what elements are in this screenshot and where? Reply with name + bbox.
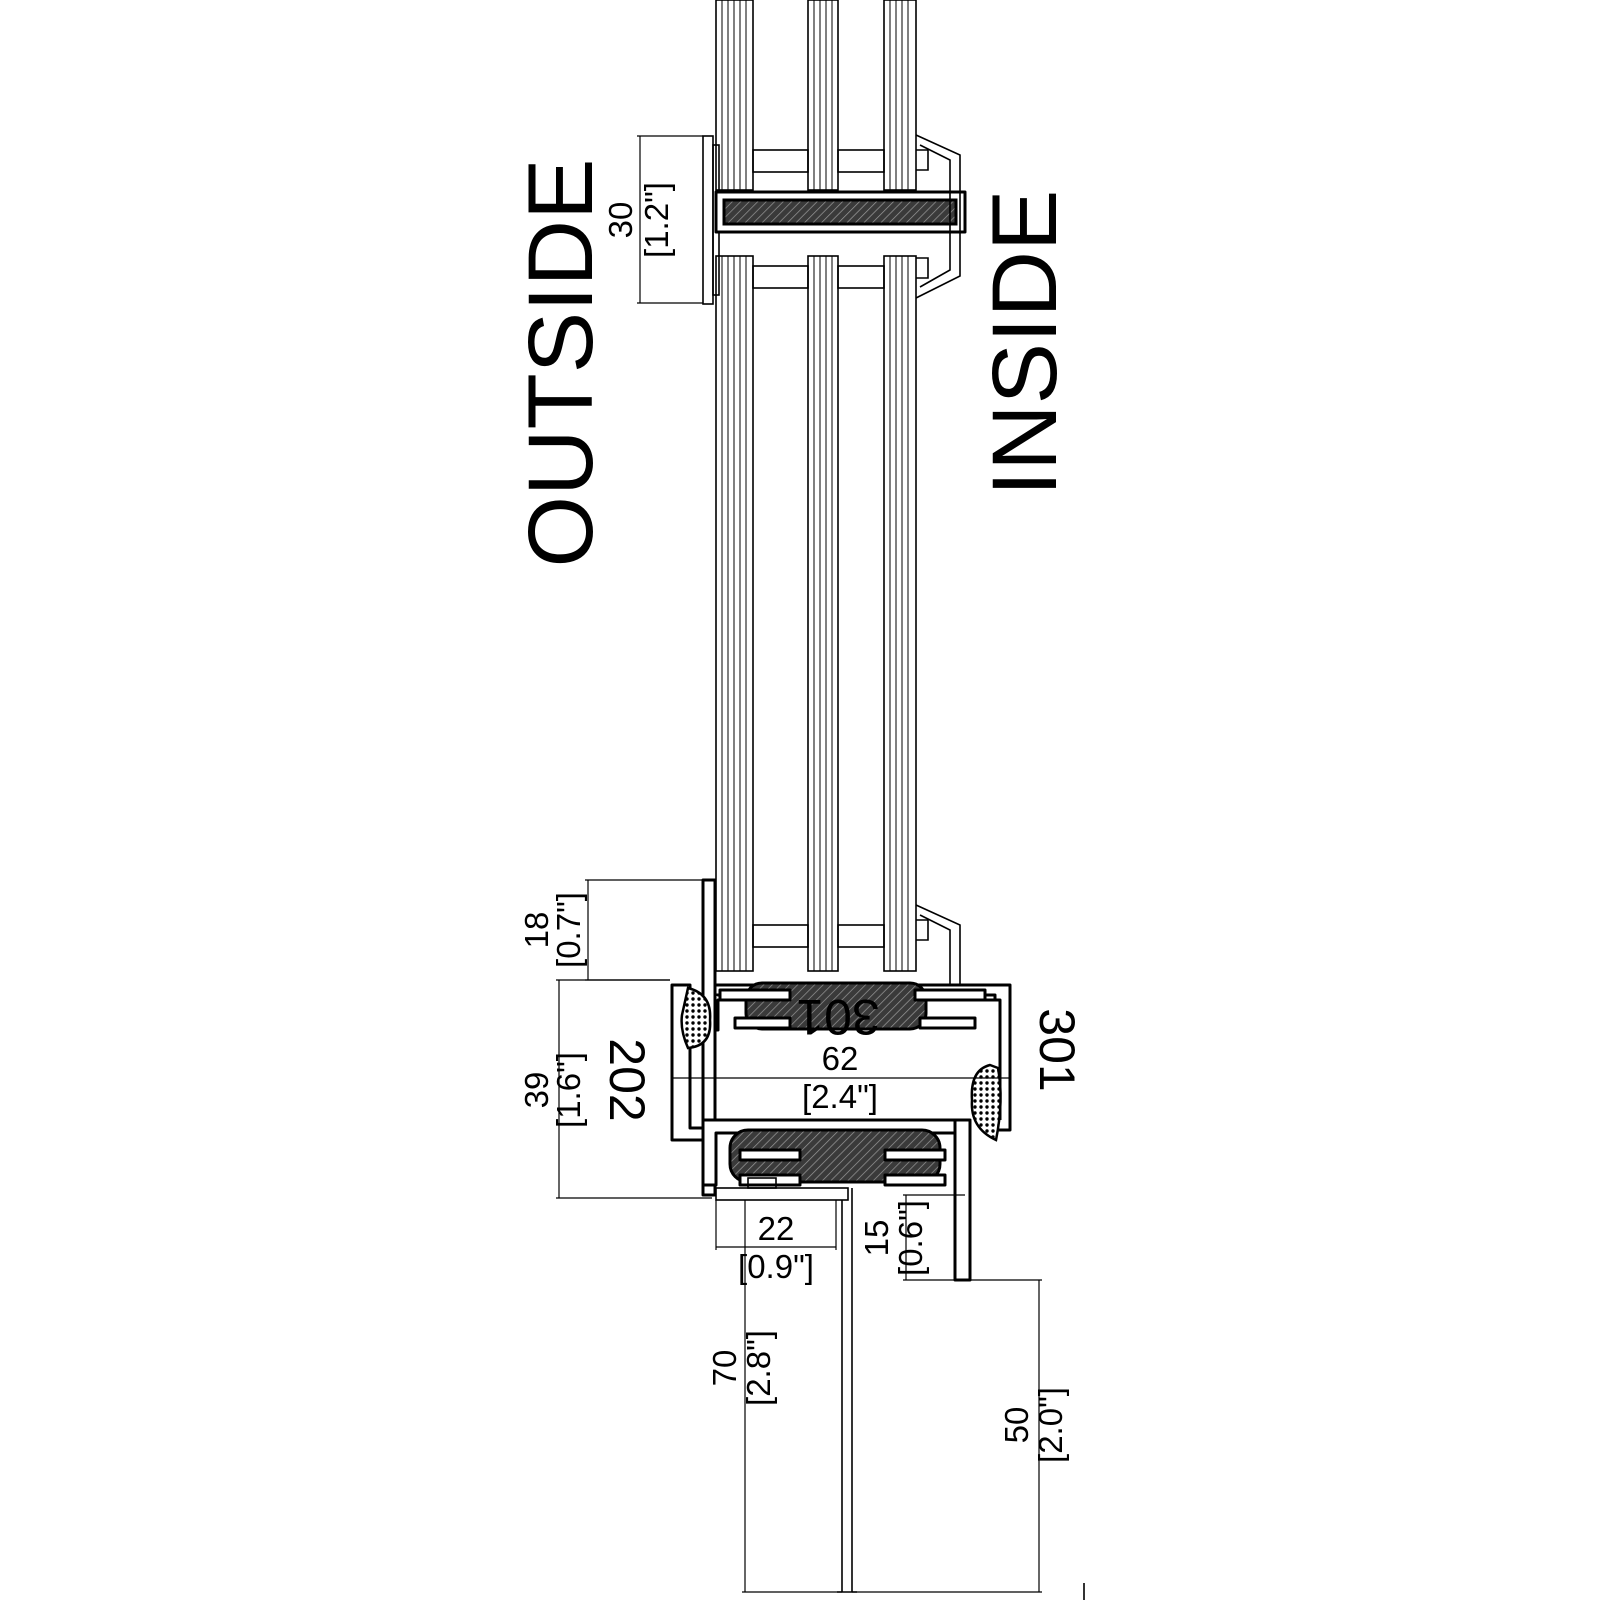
outside-label: OUTSIDE (510, 159, 612, 568)
dim-15-inch: [0.6"] (892, 1200, 929, 1276)
sill-bar (715, 1177, 857, 1593)
dim-62-inch: [2.4"] (802, 1078, 878, 1115)
dim-30-mm: 30 (602, 202, 639, 239)
dim-62-mm: 62 (822, 1040, 859, 1077)
part-202-label: 202 (599, 1038, 655, 1121)
dim-18-mm: 18 (518, 912, 555, 949)
part-301-insert-label: 301 (796, 989, 879, 1045)
glass-pane-inner (883, 0, 917, 972)
dim-39-mm: 39 (518, 1072, 555, 1109)
frame-profile-202 (670, 878, 972, 1282)
dim-70-mm: 70 (706, 1350, 743, 1387)
inside-label: INSIDE (974, 190, 1076, 497)
seal-outer (680, 986, 712, 1050)
dim-50-mm: 50 (998, 1407, 1035, 1444)
part-301-label: 301 (1029, 1008, 1085, 1091)
dim-22-inch: [0.9"] (738, 1248, 814, 1285)
mullion-joint (702, 134, 967, 305)
glass-spacers (752, 149, 885, 948)
dimension-lines (556, 135, 1042, 1593)
glazing-bead-bottom (915, 904, 961, 985)
dim-18-inch: [0.7"] (550, 892, 587, 968)
dim-50-inch: [2.0"] (1032, 1387, 1069, 1463)
glass-pane-middle (807, 0, 839, 972)
dim-15-mm: 15 (858, 1220, 895, 1257)
dim-70-inch: [2.8"] (740, 1330, 777, 1406)
dim-22-mm: 22 (758, 1210, 795, 1247)
dim-30-inch: [1.2"] (638, 182, 675, 258)
glass-pane-outer (715, 0, 754, 972)
seal-inner (970, 1063, 1002, 1142)
dim-39-inch: [1.6"] (550, 1052, 587, 1128)
